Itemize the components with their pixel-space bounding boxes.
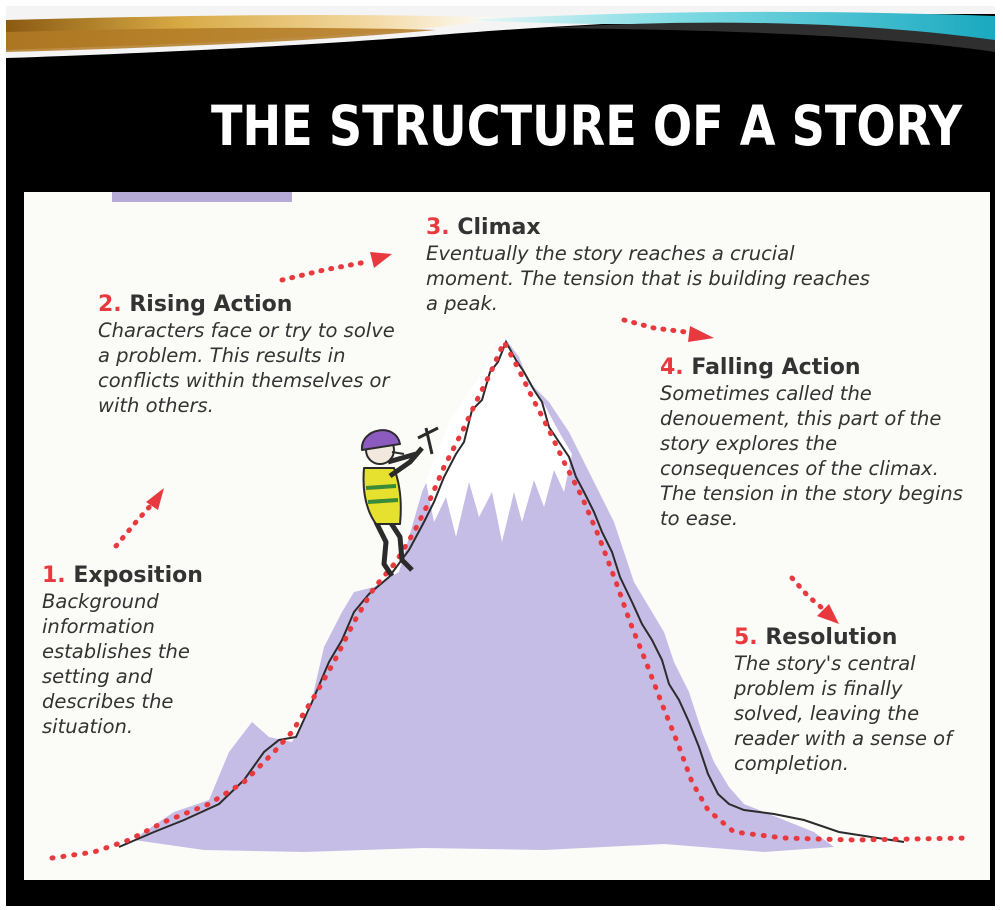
climber-icon (360, 426, 439, 578)
arrow-head (370, 252, 392, 268)
stage-heading: 4. Falling Action (660, 354, 980, 381)
dotted-arc-main (49, 336, 972, 861)
stage-heading: 5. Resolution (734, 624, 974, 651)
stage-label: Rising Action (129, 292, 293, 317)
stage-number: 1. (42, 563, 66, 588)
stage-number: 4. (660, 355, 684, 380)
diagram-panel: 1. Exposition Background information est… (24, 192, 990, 880)
stage-rising-action: 2. Rising Action Characters face or try … (98, 291, 400, 418)
arrow-exposition-to-rising-action (113, 501, 155, 549)
stage-description: Eventually the story reaches a crucial m… (426, 242, 870, 315)
stage-number: 2. (98, 292, 122, 317)
stage-heading: 2. Rising Action (98, 291, 400, 318)
stage-resolution: 5. Resolution The story's central proble… (734, 624, 974, 776)
mountain-snow (426, 337, 572, 542)
mountain-fill (134, 337, 834, 852)
arrow-head (817, 604, 839, 624)
slide-frame: THE STRUCTURE OF A STORY (6, 6, 995, 906)
mountain-outline (118, 339, 905, 848)
arrow-climax-to-falling-action (621, 317, 689, 335)
stage-label: Falling Action (691, 355, 861, 380)
header-swoosh-decoration (6, 6, 995, 58)
stage-description: Characters face or try to solve a proble… (98, 319, 395, 417)
stage-number: 3. (426, 215, 450, 240)
arrow-head (146, 488, 164, 510)
arrow-falling-action-to-resolution (789, 575, 825, 611)
panel-top-tab (112, 192, 292, 202)
stage-falling-action: 4. Falling Action Sometimes called the d… (660, 354, 980, 531)
stage-exposition: 1. Exposition Background information est… (42, 562, 242, 739)
story-mountain-illustration (49, 252, 972, 861)
stage-description: Sometimes called the denouement, this pa… (660, 382, 963, 530)
stage-description: Background information establishes the s… (42, 590, 190, 738)
stage-heading: 3. Climax (426, 214, 886, 241)
arrow-head (688, 326, 714, 342)
arrow-rising-action-to-climax (279, 259, 369, 283)
stage-heading: 1. Exposition (42, 562, 242, 589)
stage-climax: 3. Climax Eventually the story reaches a… (426, 214, 886, 316)
stage-number: 5. (734, 625, 758, 650)
slide-title: THE STRUCTURE OF A STORY (211, 94, 963, 158)
stage-label: Climax (457, 215, 541, 240)
stage-label: Resolution (765, 625, 898, 650)
stage-description: The story's central problem is finally s… (734, 652, 952, 775)
stage-label: Exposition (73, 563, 203, 588)
